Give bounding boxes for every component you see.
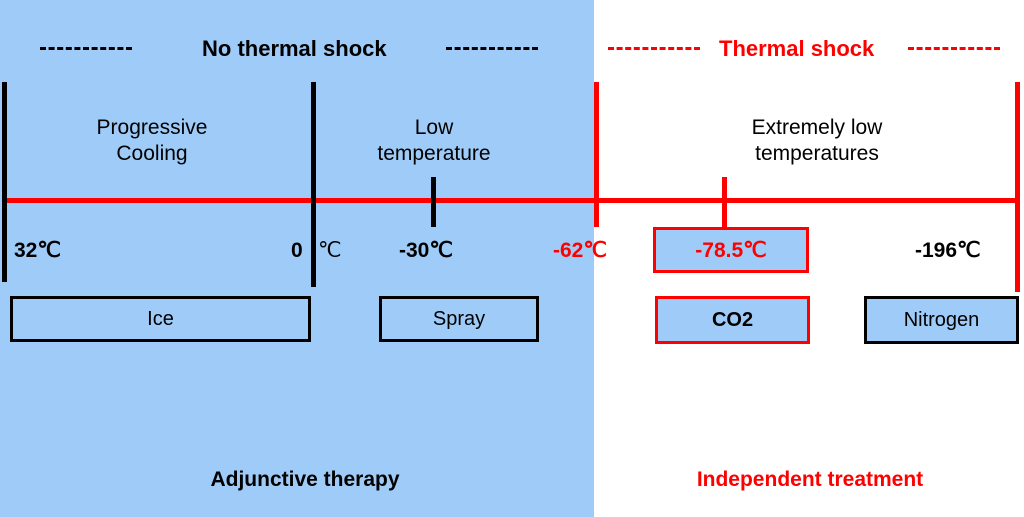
co2-label: CO2 bbox=[711, 308, 754, 331]
temp-minus30-label: -30℃ bbox=[399, 239, 453, 262]
minus30-tick bbox=[431, 177, 436, 227]
zero-degree-line bbox=[311, 82, 316, 287]
temp-minus78-label: -78.5℃ bbox=[695, 238, 767, 262]
temp-0-unit: ℃ bbox=[318, 239, 342, 262]
nitrogen-label: Nitrogen bbox=[903, 308, 980, 331]
no-thermal-shock-title: No thermal shock bbox=[202, 36, 387, 61]
temp-0-number: 0 bbox=[291, 239, 303, 262]
temp-minus78-box: -78.5℃ bbox=[653, 227, 809, 273]
dash-right-2 bbox=[908, 47, 1000, 50]
extremely-low-temperatures-label: Extremely low temperatures bbox=[751, 116, 883, 165]
dash-right-1 bbox=[608, 47, 700, 50]
temp-32-label: 32℃ bbox=[14, 239, 61, 262]
progressive-cooling-label: Progressive Cooling bbox=[96, 116, 208, 165]
spray-label: Spray bbox=[432, 307, 486, 330]
right-boundary-line bbox=[1015, 82, 1020, 292]
spray-box: Spray bbox=[379, 296, 539, 342]
co2-box: CO2 bbox=[655, 296, 810, 344]
no-thermal-shock-panel bbox=[0, 0, 594, 517]
ice-box: Ice bbox=[10, 296, 311, 342]
minus78-tick bbox=[722, 177, 727, 227]
temp-minus62-label: -62℃ bbox=[553, 239, 607, 262]
thermal-shock-title: Thermal shock bbox=[719, 36, 875, 61]
temperature-axis-line bbox=[3, 198, 1020, 203]
ice-label: Ice bbox=[147, 307, 174, 330]
nitrogen-box: Nitrogen bbox=[864, 296, 1019, 344]
dash-left-2 bbox=[446, 47, 538, 50]
adjunctive-therapy-label: Adjunctive therapy bbox=[210, 468, 400, 491]
thermal-shock-boundary-line bbox=[594, 82, 599, 227]
dash-left-1 bbox=[40, 47, 132, 50]
temp-minus196-label: -196℃ bbox=[915, 239, 981, 262]
independent-treatment-label: Independent treatment bbox=[696, 468, 924, 491]
left-boundary-line bbox=[2, 82, 7, 282]
low-temperature-label: Low temperature bbox=[377, 116, 491, 165]
